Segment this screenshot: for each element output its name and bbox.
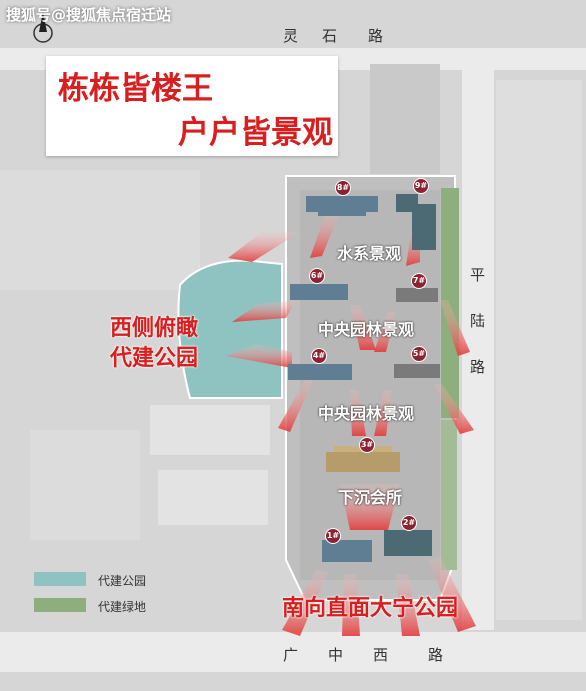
- east-road-char-3: 路: [470, 358, 486, 376]
- central-garden-label-2: 中央园林景观: [318, 404, 415, 423]
- building-2: [384, 530, 432, 556]
- building-number-marker-2: 2#: [401, 515, 417, 531]
- building-number-marker-6: 6#: [309, 268, 325, 284]
- headline-banner: [46, 56, 338, 156]
- north-road-char-3: 路: [368, 27, 384, 45]
- north-road-char-2: 石: [322, 27, 338, 45]
- view-arrow-clubhouse: [340, 484, 400, 530]
- south-road-char-3: 西: [373, 646, 389, 664]
- building-number-marker-9: 9#: [413, 178, 429, 194]
- north-arrow-icon: [33, 12, 53, 43]
- south-road-char-2: 中: [328, 646, 344, 664]
- south-road-char-4: 路: [428, 646, 444, 664]
- view-arrow-center-1: [350, 305, 376, 350]
- view-arrow-n-1: [310, 212, 340, 258]
- view-arrow-e-2: [434, 384, 474, 434]
- legend-swatch-green: [34, 598, 86, 612]
- north-road-char-1: 灵: [283, 27, 299, 45]
- clubhouse-label: 下沉会所: [338, 488, 403, 507]
- building-5: [394, 364, 440, 378]
- view-arrow-w-1: [232, 300, 296, 322]
- view-arrow-nw-1: [228, 232, 300, 262]
- green-strip-upper: [441, 188, 459, 418]
- headline-line-2: 户户皆景观: [178, 115, 333, 151]
- view-arrow-center-4: [374, 390, 392, 436]
- view-arrow-s-3: [396, 574, 420, 636]
- building-4: [288, 364, 352, 380]
- view-arrow-s-1: [282, 570, 328, 636]
- water-landscape-label: 水系景观: [337, 244, 402, 263]
- view-arrow-s-2: [342, 574, 360, 636]
- west-park-label-line-2: 代建公园: [110, 346, 199, 371]
- view-arrow-w-2: [226, 344, 292, 368]
- central-garden-label-1: 中央园林景观: [318, 320, 415, 339]
- south-road-band: [0, 632, 586, 672]
- headline-line-1: 栋栋皆楼王: [58, 71, 213, 107]
- east-road-char-2: 陆: [470, 312, 486, 330]
- legend-label-green: 代建绿地: [98, 600, 147, 614]
- east-road-char-1: 平: [470, 266, 486, 284]
- east-blocks: [496, 80, 582, 620]
- building-number-marker-3: 3#: [359, 437, 375, 453]
- building-9: [396, 194, 436, 250]
- west-park-area: [177, 259, 283, 399]
- building-number-marker-5: 5#: [411, 346, 427, 362]
- building-number-marker-8: 8#: [335, 180, 351, 196]
- building-number-marker-1: 1#: [325, 528, 341, 544]
- view-arrow-center-3: [350, 390, 366, 436]
- view-arrow-se-1: [428, 556, 476, 632]
- south-park-label: 南向直面大宁公园: [282, 596, 459, 621]
- view-arrow-sw-1: [278, 378, 314, 432]
- west-block-upper: [0, 170, 200, 290]
- building-7: [396, 288, 438, 302]
- west-block-lower: [30, 430, 140, 540]
- green-strip-lower: [441, 420, 457, 570]
- parking-lot: [370, 64, 440, 174]
- building-number-marker-7: 7#: [411, 273, 427, 289]
- west-block-small-2: [158, 470, 268, 525]
- west-park-label-line-1: 西侧俯瞰: [110, 316, 199, 341]
- building-8: [306, 196, 378, 216]
- view-arrow-e-1: [440, 300, 470, 356]
- building-1: [322, 540, 372, 562]
- watermark-text: 搜狐号@搜狐焦点宿迁站: [6, 6, 172, 24]
- building-number-marker-4: 4#: [311, 348, 327, 364]
- building-6: [290, 284, 348, 300]
- south-road-char-1: 广: [283, 646, 299, 664]
- west-block-small-1: [150, 405, 270, 455]
- legend-label-park: 代建公园: [98, 574, 147, 588]
- view-arrow-center-2: [374, 312, 396, 352]
- legend-swatch-park: [34, 572, 86, 586]
